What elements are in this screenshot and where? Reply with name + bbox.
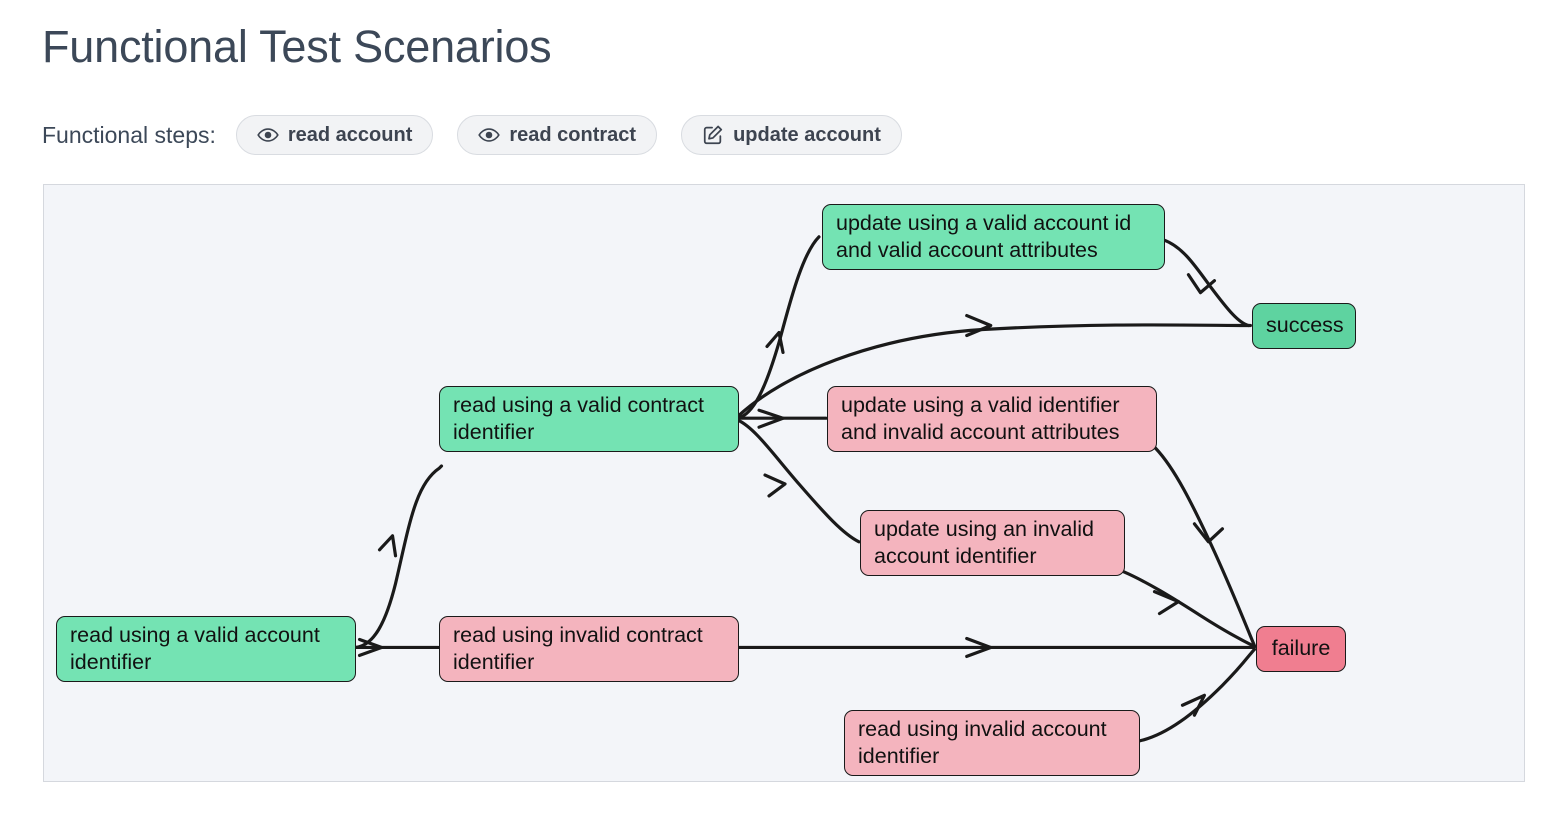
flowchart-container: read using a valid account identifier re… (43, 184, 1525, 782)
step-chip-label: update account (733, 123, 881, 146)
page-title: Functional Test Scenarios (42, 21, 552, 72)
node-read-valid-account[interactable]: read using a valid account identifier (56, 616, 356, 682)
step-chip-read-contract[interactable]: read contract (457, 115, 658, 155)
node-read-valid-contract[interactable]: read using a valid contract identifier (439, 386, 739, 452)
edge-read-invalid-account-to-failure (1136, 647, 1256, 743)
node-failure[interactable]: failure (1256, 626, 1346, 672)
eye-icon (257, 124, 279, 146)
arrowhead (965, 313, 993, 338)
edge-read-valid-contract-to-update-valid-attrs (736, 235, 821, 420)
arrowhead (1152, 590, 1181, 616)
arrowhead (763, 473, 787, 498)
arrowhead (357, 637, 384, 658)
arrowhead (757, 408, 785, 429)
node-read-invalid-account[interactable]: read using invalid account identifier (844, 710, 1140, 776)
edit-pencil-icon (702, 124, 724, 146)
arrowhead (1186, 273, 1217, 295)
eye-icon (478, 124, 501, 146)
edge-read-valid-account-to-read-valid-contract (353, 464, 444, 650)
node-read-invalid-contract[interactable]: read using invalid contract identifier (439, 616, 739, 682)
node-success[interactable]: success (1252, 303, 1356, 349)
step-chip-read-account[interactable]: read account (235, 115, 434, 155)
node-update-valid-id-valid-attrs[interactable]: update using a valid account id and vali… (822, 204, 1165, 270)
flowchart-edge-layer (353, 235, 1256, 743)
edge-read-valid-contract-to-update-invalid-id (736, 418, 861, 544)
step-chip-update-account[interactable]: update account (681, 115, 902, 155)
edge-update-valid-invalid-attrs-to-failure (1153, 446, 1256, 648)
node-update-valid-id-invalid-attrs[interactable]: update using a valid identifier and inva… (827, 386, 1157, 452)
edge-update-valid-attrs-to-success (1161, 238, 1250, 328)
arrowhead (765, 330, 785, 355)
edge-update-invalid-id-to-failure (1121, 570, 1256, 649)
arrowhead (1180, 693, 1207, 717)
arrowhead (377, 534, 398, 558)
functional-steps-label: Functional steps: (42, 121, 216, 148)
functional-steps-row: Functional steps: read account read cont… (42, 112, 926, 158)
arrowhead (965, 636, 993, 659)
step-chip-label: read contract (509, 123, 637, 146)
arrowhead (1192, 522, 1225, 544)
step-chip-label: read account (287, 123, 413, 146)
node-update-invalid-id[interactable]: update using an invalid account identifi… (860, 510, 1125, 576)
